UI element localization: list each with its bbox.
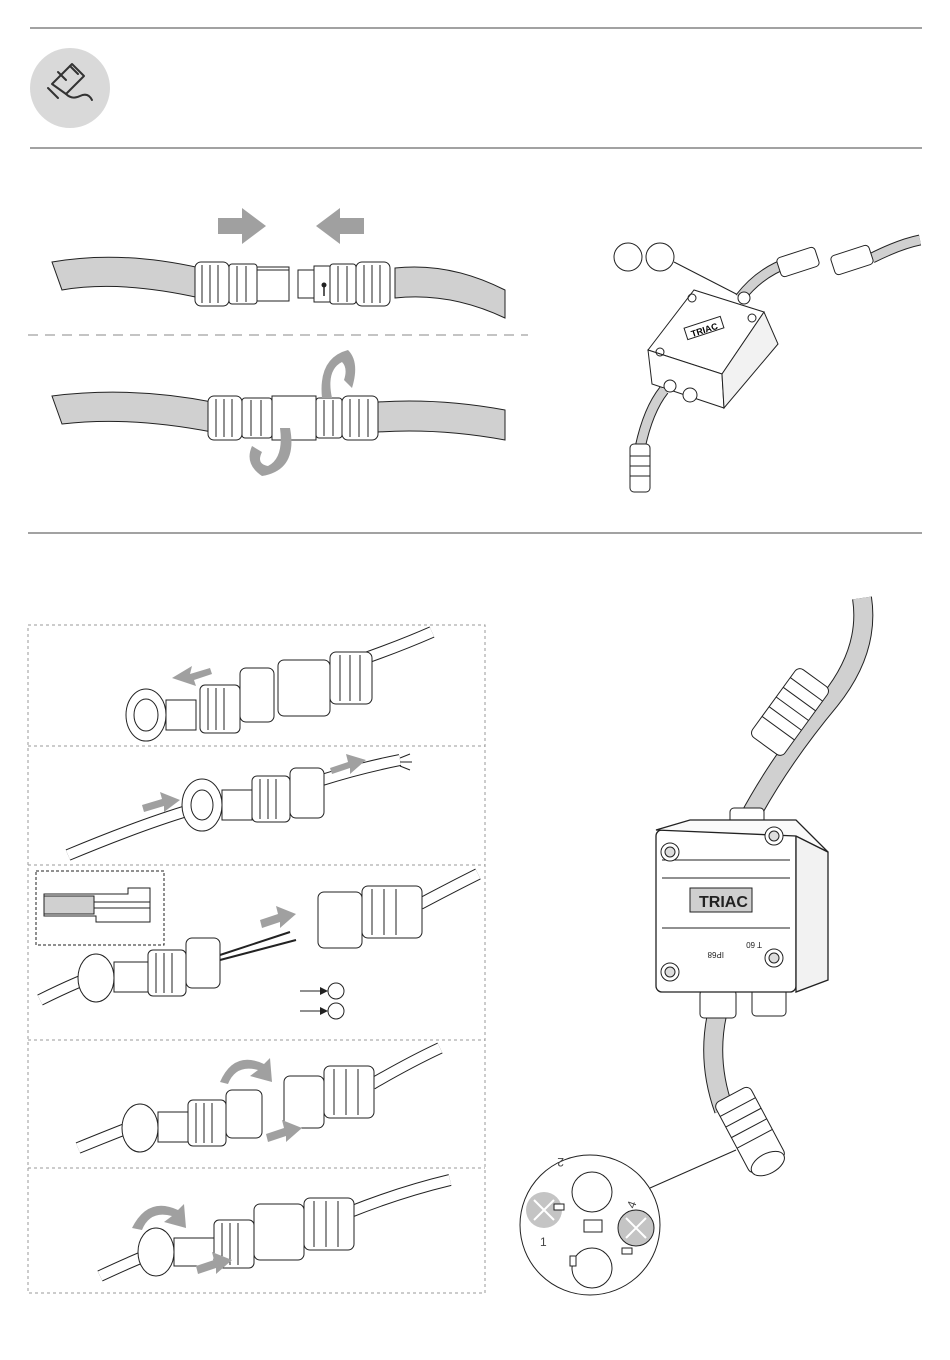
junction-box-large: TRIAC T 60 IP68: [656, 598, 863, 1182]
callout-circle-a: [614, 243, 642, 271]
pin-number-1: 1: [540, 1235, 547, 1249]
arrow-left-icon: [172, 666, 212, 686]
step-3-strip-wires: [36, 871, 478, 1019]
arrow-left-icon: [316, 208, 364, 244]
junction-box-small: TRIAC: [614, 240, 920, 492]
step-4-screw-body: [78, 1048, 440, 1152]
step-2-thread-cable: [68, 754, 412, 855]
wire-callout-a: [328, 983, 344, 999]
arrow-right-icon: [260, 906, 296, 928]
box-marking-temp: T 60: [746, 940, 762, 949]
box-marking-rating: IP68: [707, 950, 724, 959]
rotate-arrow-top-icon: [322, 350, 356, 398]
arrow-right-icon: [218, 208, 266, 244]
step-1-disassemble: [126, 632, 432, 741]
box-label: TRIAC: [699, 894, 748, 911]
step-5-tighten-nut: [100, 1180, 450, 1276]
cable-connection-step-twist: [52, 350, 505, 476]
plug-disconnect-icon: [30, 48, 110, 128]
wire-callout-b: [328, 1003, 344, 1019]
rotate-arrow-icon: [220, 1058, 272, 1084]
pin-number-2: 2: [557, 1155, 564, 1169]
callout-circle-b: [646, 243, 674, 271]
socket-pin-layout: 1 2 4: [520, 1150, 736, 1295]
rotate-arrow-icon: [132, 1204, 186, 1230]
cable-connection-step-push: [52, 208, 505, 318]
